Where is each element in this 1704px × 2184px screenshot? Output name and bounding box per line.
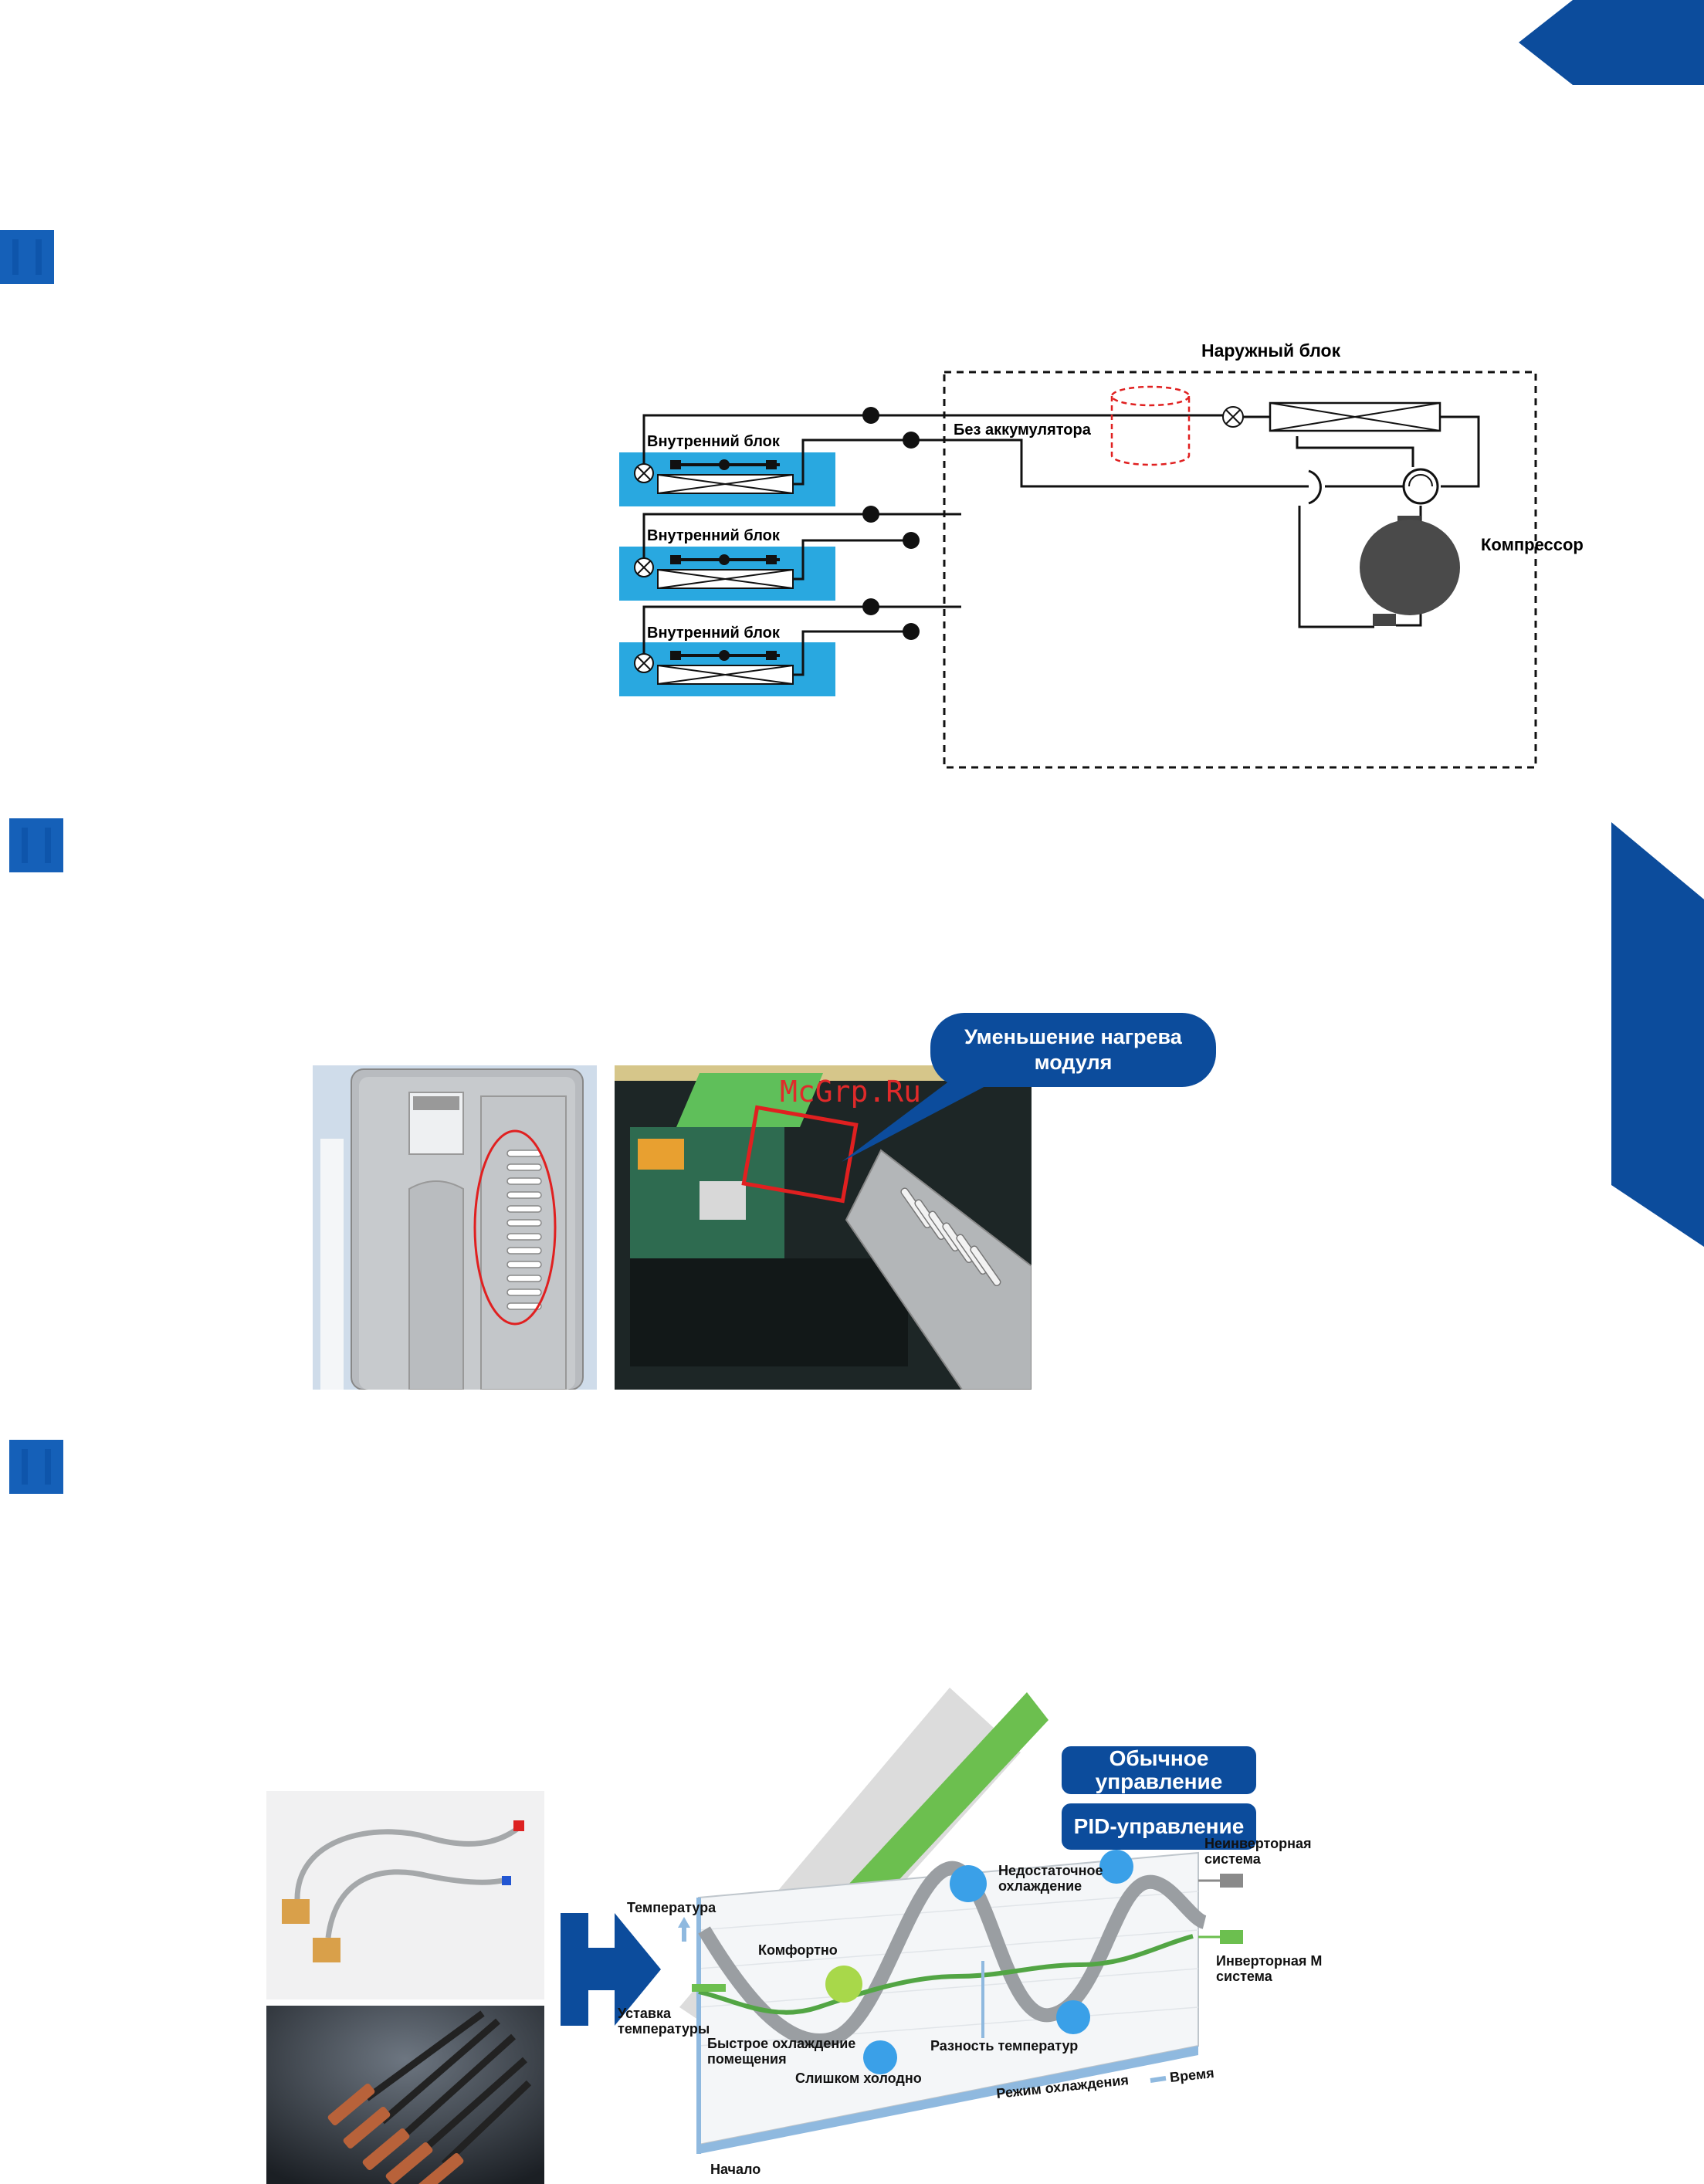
label-temperature: Температура [627, 1900, 716, 1915]
label-insufficient-cooling: Недостаточное охлаждение [998, 1863, 1103, 1894]
accumulator-dashed [1110, 385, 1191, 466]
label-start: Начало [710, 2162, 761, 2177]
callout-line-2: модуля [1034, 1051, 1113, 1074]
heat-reduction-callout: Уменьшение нагрева модуля [930, 1013, 1216, 1087]
section-marker-1 [0, 230, 54, 284]
section-marker-3 [9, 1440, 63, 1494]
legend-normal-line-1: Обычное [1109, 1746, 1209, 1770]
label-fast-cooling-line-1: Быстрое охлаждение [707, 2036, 856, 2051]
label-fast-cooling: Быстрое охлаждение помещения [707, 2036, 855, 2067]
side-tab [1611, 822, 1704, 1247]
label-setpoint-line-1: Уставка [618, 2006, 671, 2021]
compressor-label: Компрессор [1481, 535, 1584, 554]
legend-normal-control: Обычное управление [1062, 1746, 1256, 1794]
label-fast-cooling-line-2: помещения [707, 2051, 787, 2067]
label-setpoint-line-2: температуры [618, 2021, 710, 2037]
cold-face-icon-2 [1056, 2000, 1090, 2034]
control-board-photo [615, 1065, 1032, 1390]
sad-face-icon-1 [950, 1865, 987, 1902]
indoor-unit-2-label: Внутренний блок [647, 527, 781, 544]
label-insufficient-line-2: охлаждение [998, 1878, 1082, 1894]
blue-arrow-icon [561, 1913, 661, 2026]
legend-noninverter-label: Неинверторная система [1204, 1836, 1312, 1867]
legend-normal-line-2: управление [1095, 1769, 1223, 1793]
sad-face-icon-2 [1099, 1850, 1133, 1884]
section-marker-2 [9, 818, 63, 872]
legend-noninverter-swatch [1220, 1874, 1243, 1888]
label-too-cold: Слишком холодно [795, 2071, 922, 2086]
legend-noninverter-line-2: система [1204, 1851, 1261, 1867]
indoor-unit-2 [619, 547, 835, 601]
corner-tab [1519, 0, 1704, 85]
indoor-unit-1-label: Внутренний блок [647, 433, 781, 450]
outdoor-unit-label: Наружный блок [1201, 340, 1341, 361]
label-comfortable: Комфортно [758, 1942, 838, 1958]
indoor-unit-1 [619, 452, 835, 506]
callout-line-1: Уменьшение нагрева [964, 1025, 1182, 1048]
outdoor-unit-side-photo [313, 1065, 597, 1390]
happy-face-icon [825, 1966, 862, 2003]
label-setpoint: Уставка температуры [618, 2006, 710, 2037]
indoor-unit-3 [619, 642, 835, 696]
no-accumulator-label: Без аккумулятора [954, 422, 1092, 438]
legend-inverter-swatch [1220, 1930, 1243, 1944]
watermark-text: McGrp.Ru [780, 1075, 922, 1109]
legend-inverter-line-1: Инверторная М [1216, 1953, 1323, 1969]
legend-noninverter-line-1: Неинверторная [1204, 1836, 1312, 1851]
temperature-sensor-photo [266, 2006, 544, 2184]
compressor-shape [1360, 516, 1460, 626]
legend-pid-label: PID-управление [1073, 1814, 1245, 1838]
indoor-unit-3-label: Внутренний блок [647, 625, 781, 642]
legend-inverter-label: Инверторная М система [1216, 1953, 1322, 1984]
pressure-sensor-photo [266, 1791, 544, 1999]
label-insufficient-line-1: Недостаточное [998, 1863, 1103, 1878]
callout-pointer [842, 1069, 988, 1162]
legend-pid-control: PID-управление [1062, 1803, 1256, 1850]
legend-inverter-line-2: система [1216, 1969, 1272, 1984]
control-comparison-chart [678, 1688, 1243, 2154]
cold-face-icon-1 [863, 2040, 897, 2074]
refrigerant-circuit-diagram: Наружный блок Внутренний блок Внутренний… [619, 340, 1584, 769]
label-temp-difference: Разность температур [930, 2038, 1079, 2054]
